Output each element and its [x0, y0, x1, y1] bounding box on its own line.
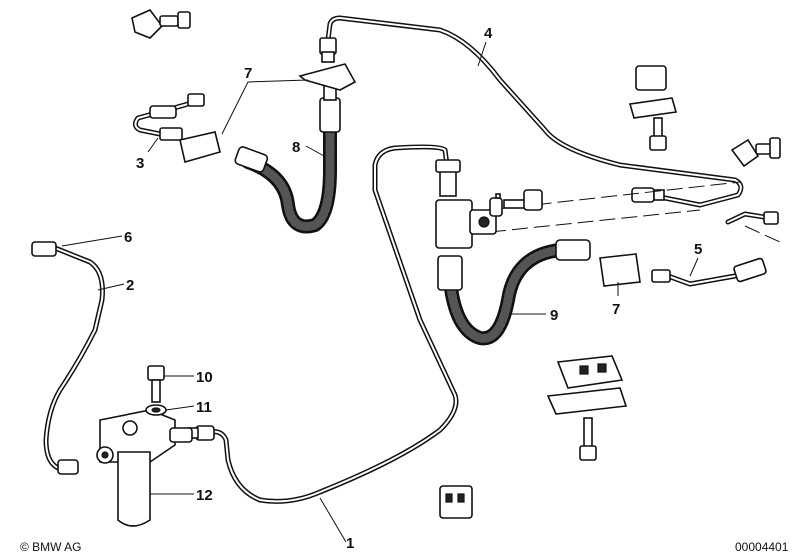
bracket-7-upper: [179, 63, 641, 287]
brake-pressure-regulator: [96, 409, 193, 527]
bolt-center: [495, 193, 501, 199]
brake-pipe-4: [319, 15, 744, 208]
brake-hose-9: [437, 239, 591, 346]
copyright-text: © BMW AG: [20, 540, 82, 554]
callout-8: 8: [292, 139, 300, 156]
callout-6: 6: [124, 229, 132, 246]
clip-small-bottom: [439, 485, 473, 519]
callout-5: 5: [694, 241, 702, 258]
callout-12: 12: [196, 487, 213, 504]
washer-11: [145, 404, 167, 416]
bolt-10: [147, 365, 165, 403]
callout-10: 10: [196, 369, 213, 386]
brake-pipe-3: [132, 93, 205, 141]
callout-7-lower: 7: [612, 301, 620, 318]
leader-lines: [61, 41, 699, 543]
brake-hose-8: [234, 83, 341, 234]
callout-9: 9: [550, 307, 558, 324]
brake-pipe-stub: [725, 211, 779, 225]
clip-top-left: [131, 9, 191, 39]
clip-assembly-right: [546, 355, 628, 461]
callout-4: 4: [484, 25, 493, 42]
callout-7-upper: 7: [244, 65, 252, 82]
fitting-right: [730, 137, 781, 168]
callout-labels: 1 2 3 4 5 6 7 7 8 9 10 11 12: [124, 25, 702, 552]
callout-11: 11: [196, 399, 212, 416]
callout-1: 1: [346, 535, 354, 552]
brake-pipe-5: [651, 257, 767, 287]
callout-3: 3: [136, 155, 144, 172]
reference-lines: [469, 181, 781, 243]
diagram-number: 00004401: [735, 540, 789, 554]
clip-top-right: [628, 65, 678, 151]
t-piece-junction: [435, 159, 543, 249]
callout-2: 2: [126, 277, 134, 294]
fitting-left: [31, 241, 79, 475]
brake-pipe-2: [43, 245, 105, 471]
